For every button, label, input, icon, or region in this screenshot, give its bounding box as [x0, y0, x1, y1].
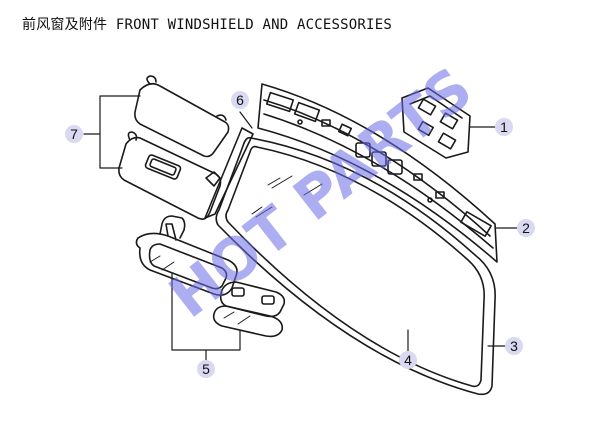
callout-1: 1 [495, 118, 513, 136]
bracket [401, 87, 471, 159]
svg-text:2: 2 [522, 220, 530, 236]
page-title: 前风窗及附件 FRONT WINDSHIELD AND ACCESSORIES [22, 17, 392, 33]
callout-4: 4 [399, 351, 417, 369]
svg-text:5: 5 [202, 361, 210, 377]
svg-text:7: 7 [70, 126, 78, 142]
leader-lines [83, 95, 521, 361]
sun-visors [118, 75, 230, 220]
svg-text:6: 6 [236, 92, 244, 108]
callout-2: 2 [517, 219, 535, 237]
callout-5: 5 [197, 360, 215, 378]
callouts: 1 2 3 4 5 6 7 [65, 91, 535, 378]
callout-7: 7 [65, 125, 83, 143]
windshield-glass [215, 136, 496, 396]
molding-strip [204, 127, 254, 219]
cowl-panel [257, 83, 498, 263]
callout-6: 6 [231, 91, 249, 109]
svg-text:1: 1 [500, 119, 508, 135]
svg-text:4: 4 [404, 352, 412, 368]
svg-text:3: 3 [510, 338, 518, 354]
callout-3: 3 [505, 337, 523, 355]
rear-view-mirrors [135, 215, 286, 338]
